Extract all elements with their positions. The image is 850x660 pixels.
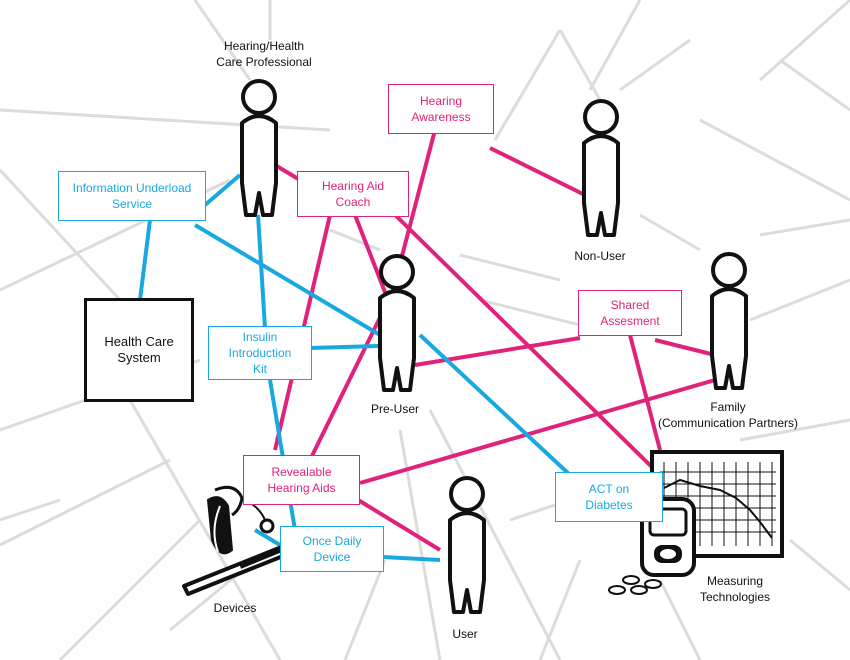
person-icon <box>582 99 620 237</box>
person-icon <box>378 254 416 392</box>
actor-label-user: User <box>452 627 478 641</box>
person-icon <box>710 252 748 390</box>
actor-label-non-user: Non-User <box>574 249 626 263</box>
diabetes-connections <box>138 173 681 562</box>
actor-label-family: Family(Communication Partners) <box>657 400 799 430</box>
actor-label-devices: Devices <box>213 601 257 615</box>
person-icon <box>448 476 486 614</box>
pills-icon <box>608 575 662 595</box>
person-icon <box>240 79 278 217</box>
hearing-connections <box>273 129 716 552</box>
actor-label-pre-user: Pre-User <box>370 402 419 416</box>
